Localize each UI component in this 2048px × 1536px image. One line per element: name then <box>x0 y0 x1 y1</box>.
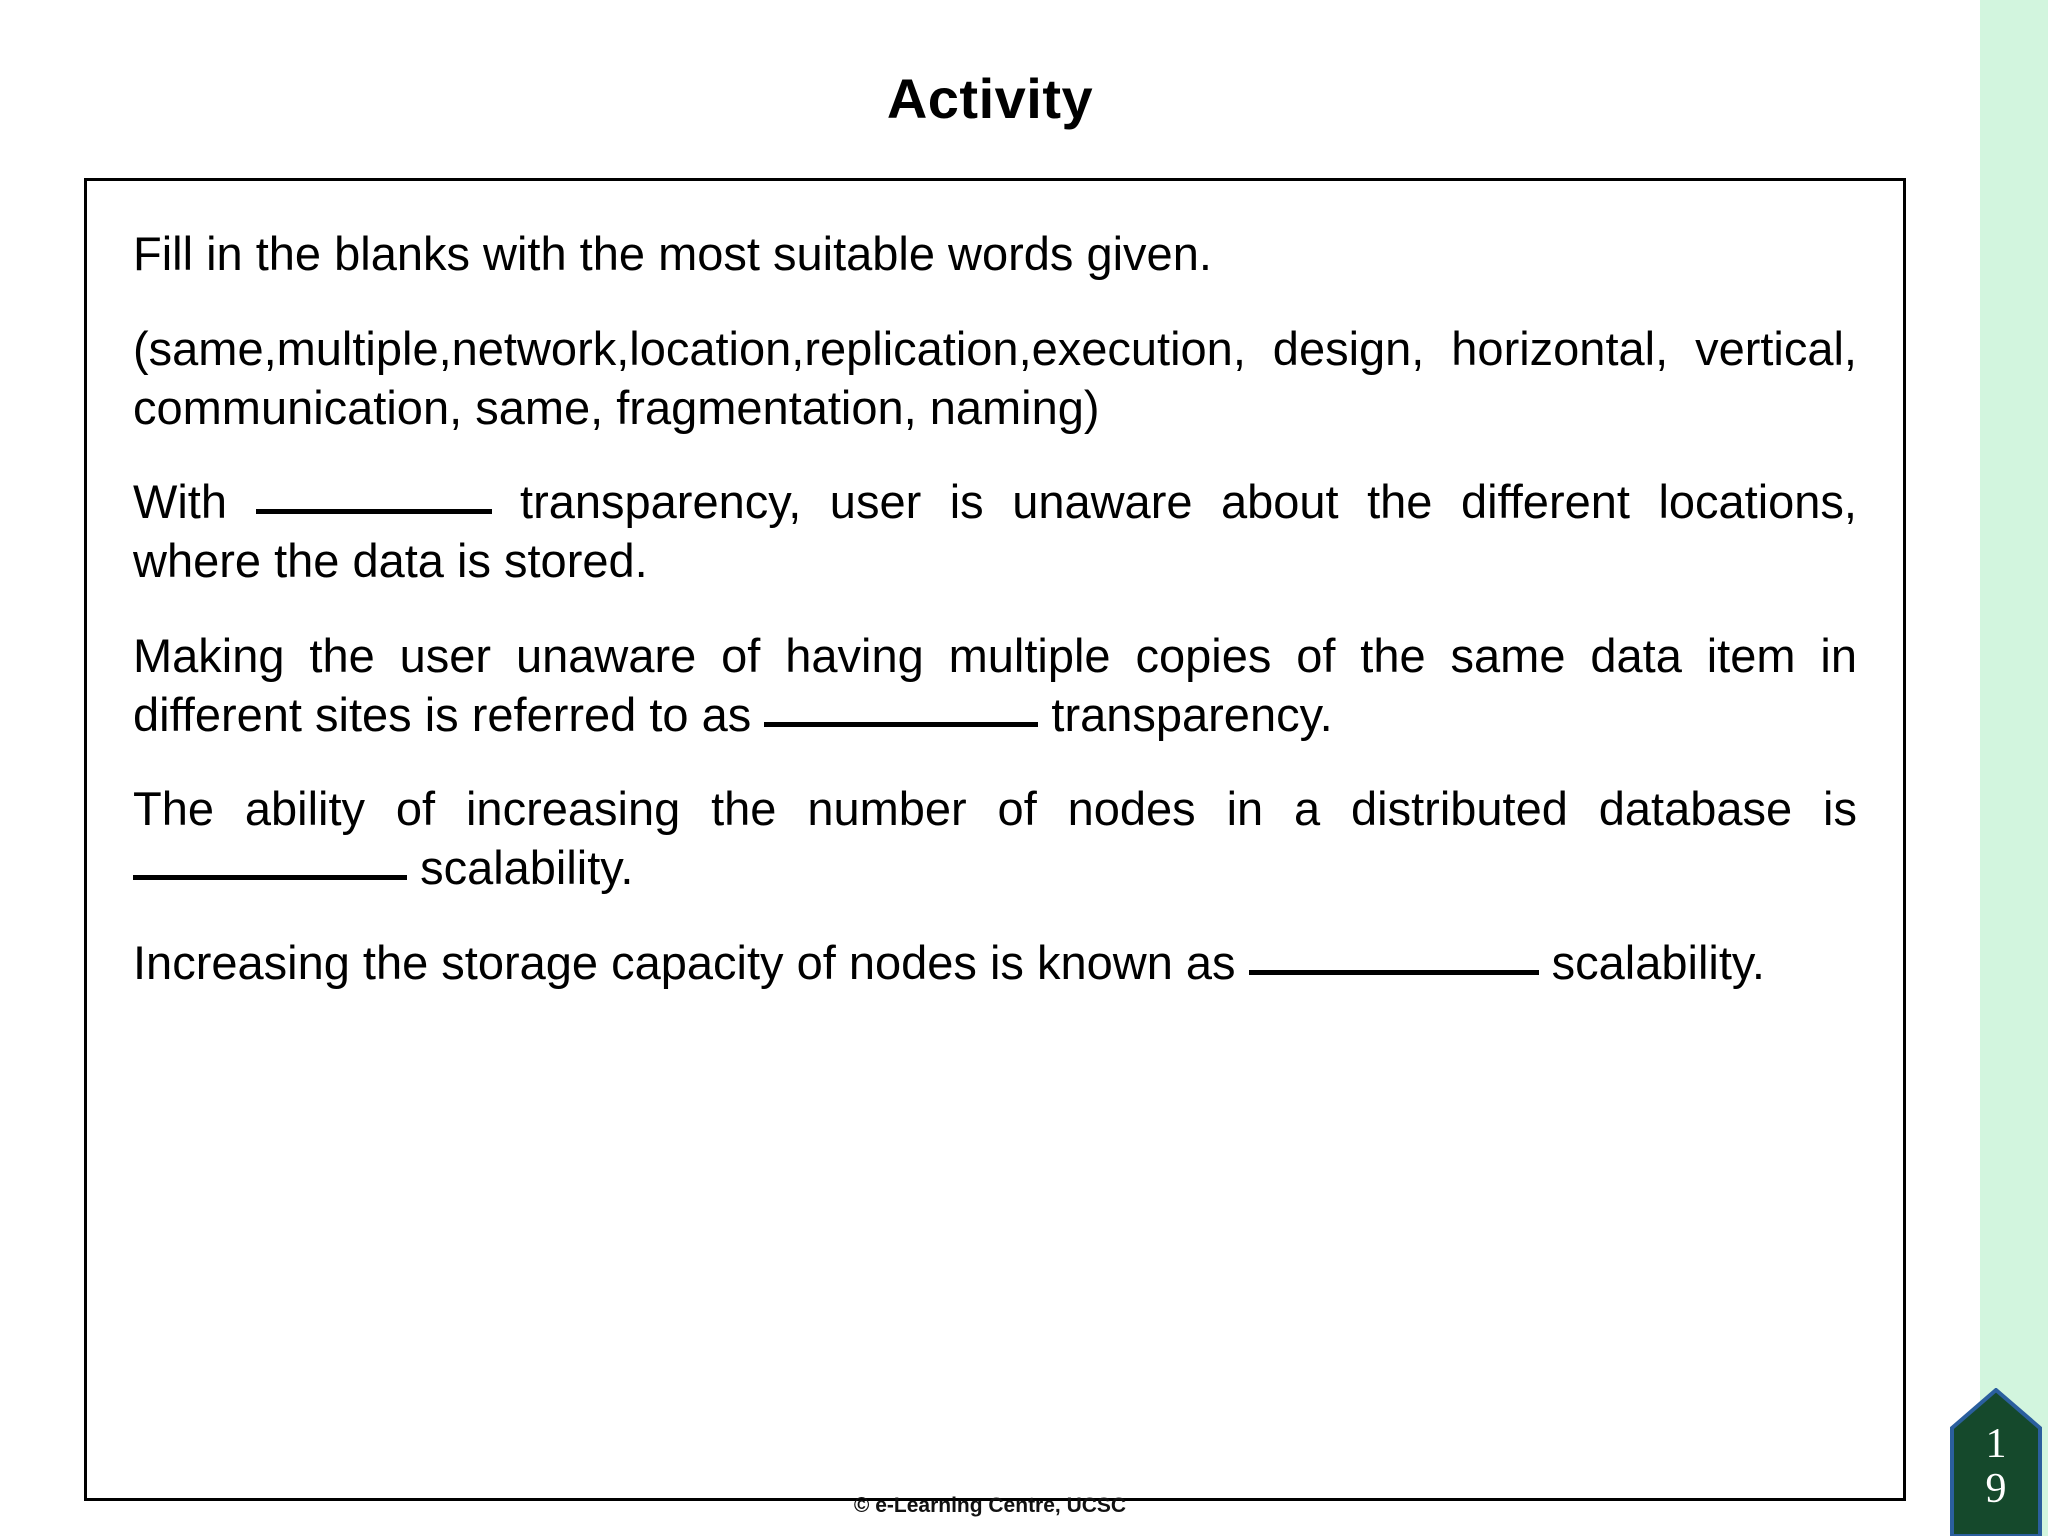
page-number-digit-2: 9 <box>1985 1466 2007 1513</box>
question-3-blank[interactable] <box>133 846 407 880</box>
question-4-before: Increasing the storage capacity of nodes… <box>133 935 1236 989</box>
footer-copyright: © e-Learning Centre, UCSC <box>853 1494 1127 1517</box>
question-2-before: Making the user unaware of having multip… <box>133 628 1857 741</box>
instruction-text: Fill in the blanks with the most suitabl… <box>133 227 1212 280</box>
activity-content-box: Fill in the blanks with the most suitabl… <box>84 178 1906 1501</box>
question-2-after: transparency. <box>1051 687 1333 741</box>
question-1-blank[interactable] <box>255 480 492 515</box>
question-2-blank[interactable] <box>764 692 1039 727</box>
question-1: With transparency, user is unaware about… <box>133 473 1857 591</box>
word-bank-text: (same,multiple,network,location,replicat… <box>133 321 1857 434</box>
question-1-after: transparency, user is unaware about the … <box>133 475 1857 587</box>
question-3-before: The ability of increasing the number of … <box>133 782 1857 836</box>
question-2: Making the user unaware of having multip… <box>133 627 1857 745</box>
page-number-banner: 1 9 <box>1950 1388 2042 1536</box>
right-accent-strip <box>1980 0 2048 1536</box>
question-3-after: scalability. <box>420 841 634 894</box>
question-4: Increasing the storage capacity of nodes… <box>133 934 1857 993</box>
question-4-blank[interactable] <box>1248 941 1539 975</box>
banner-pentagon-icon <box>1950 1388 2042 1536</box>
question-1-before: With <box>133 475 227 529</box>
question-3: The ability of increasing the number of … <box>133 780 1857 898</box>
question-4-after: scalability. <box>1551 935 1765 989</box>
page-title: Activity <box>886 67 1094 130</box>
page-number-digit-1: 1 <box>1985 1421 2007 1467</box>
page-number-text: 1 9 <box>1950 1421 2042 1513</box>
